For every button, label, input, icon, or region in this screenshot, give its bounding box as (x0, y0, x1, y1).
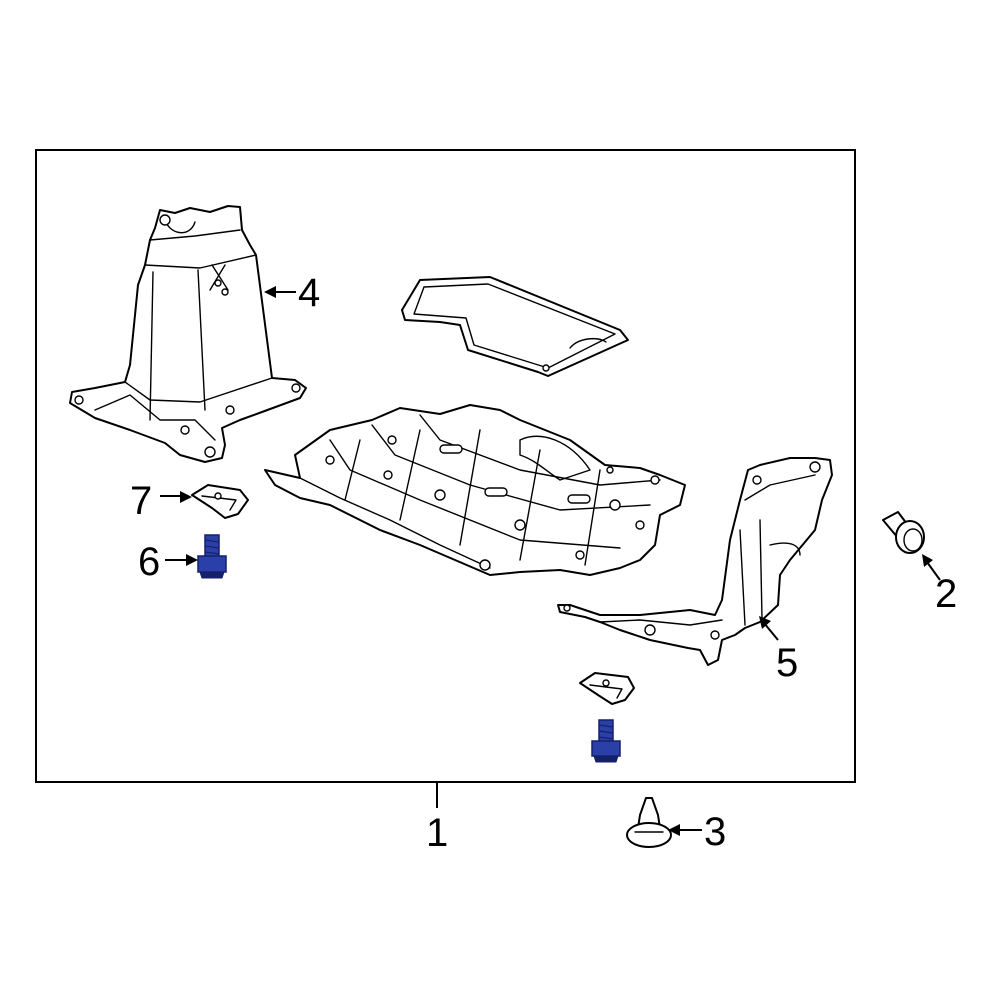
assembly-frame (35, 149, 856, 783)
callout-6: 6 (138, 540, 160, 584)
engine-under-cover[interactable] (264, 404, 686, 576)
clip-nut[interactable] (191, 484, 249, 519)
push-clip-bottom[interactable] (626, 797, 672, 848)
push-clip[interactable] (882, 511, 925, 554)
leader-5 (763, 622, 779, 641)
callout-7: 7 (130, 479, 152, 523)
callout-4: 4 (298, 271, 320, 315)
callout-3: 3 (704, 810, 726, 854)
insulator-plate[interactable] (401, 276, 629, 377)
leader-2 (926, 561, 941, 581)
splash-shield-front[interactable] (69, 205, 307, 463)
callout-2: 2 (935, 572, 957, 616)
callout-1: 1 (426, 811, 448, 855)
splash-shield-rear[interactable] (557, 457, 833, 666)
bolt[interactable] (197, 534, 227, 579)
bolt-lower[interactable] (591, 719, 621, 763)
clip-nut-lower[interactable] (579, 672, 635, 705)
callout-5: 5 (776, 641, 798, 685)
